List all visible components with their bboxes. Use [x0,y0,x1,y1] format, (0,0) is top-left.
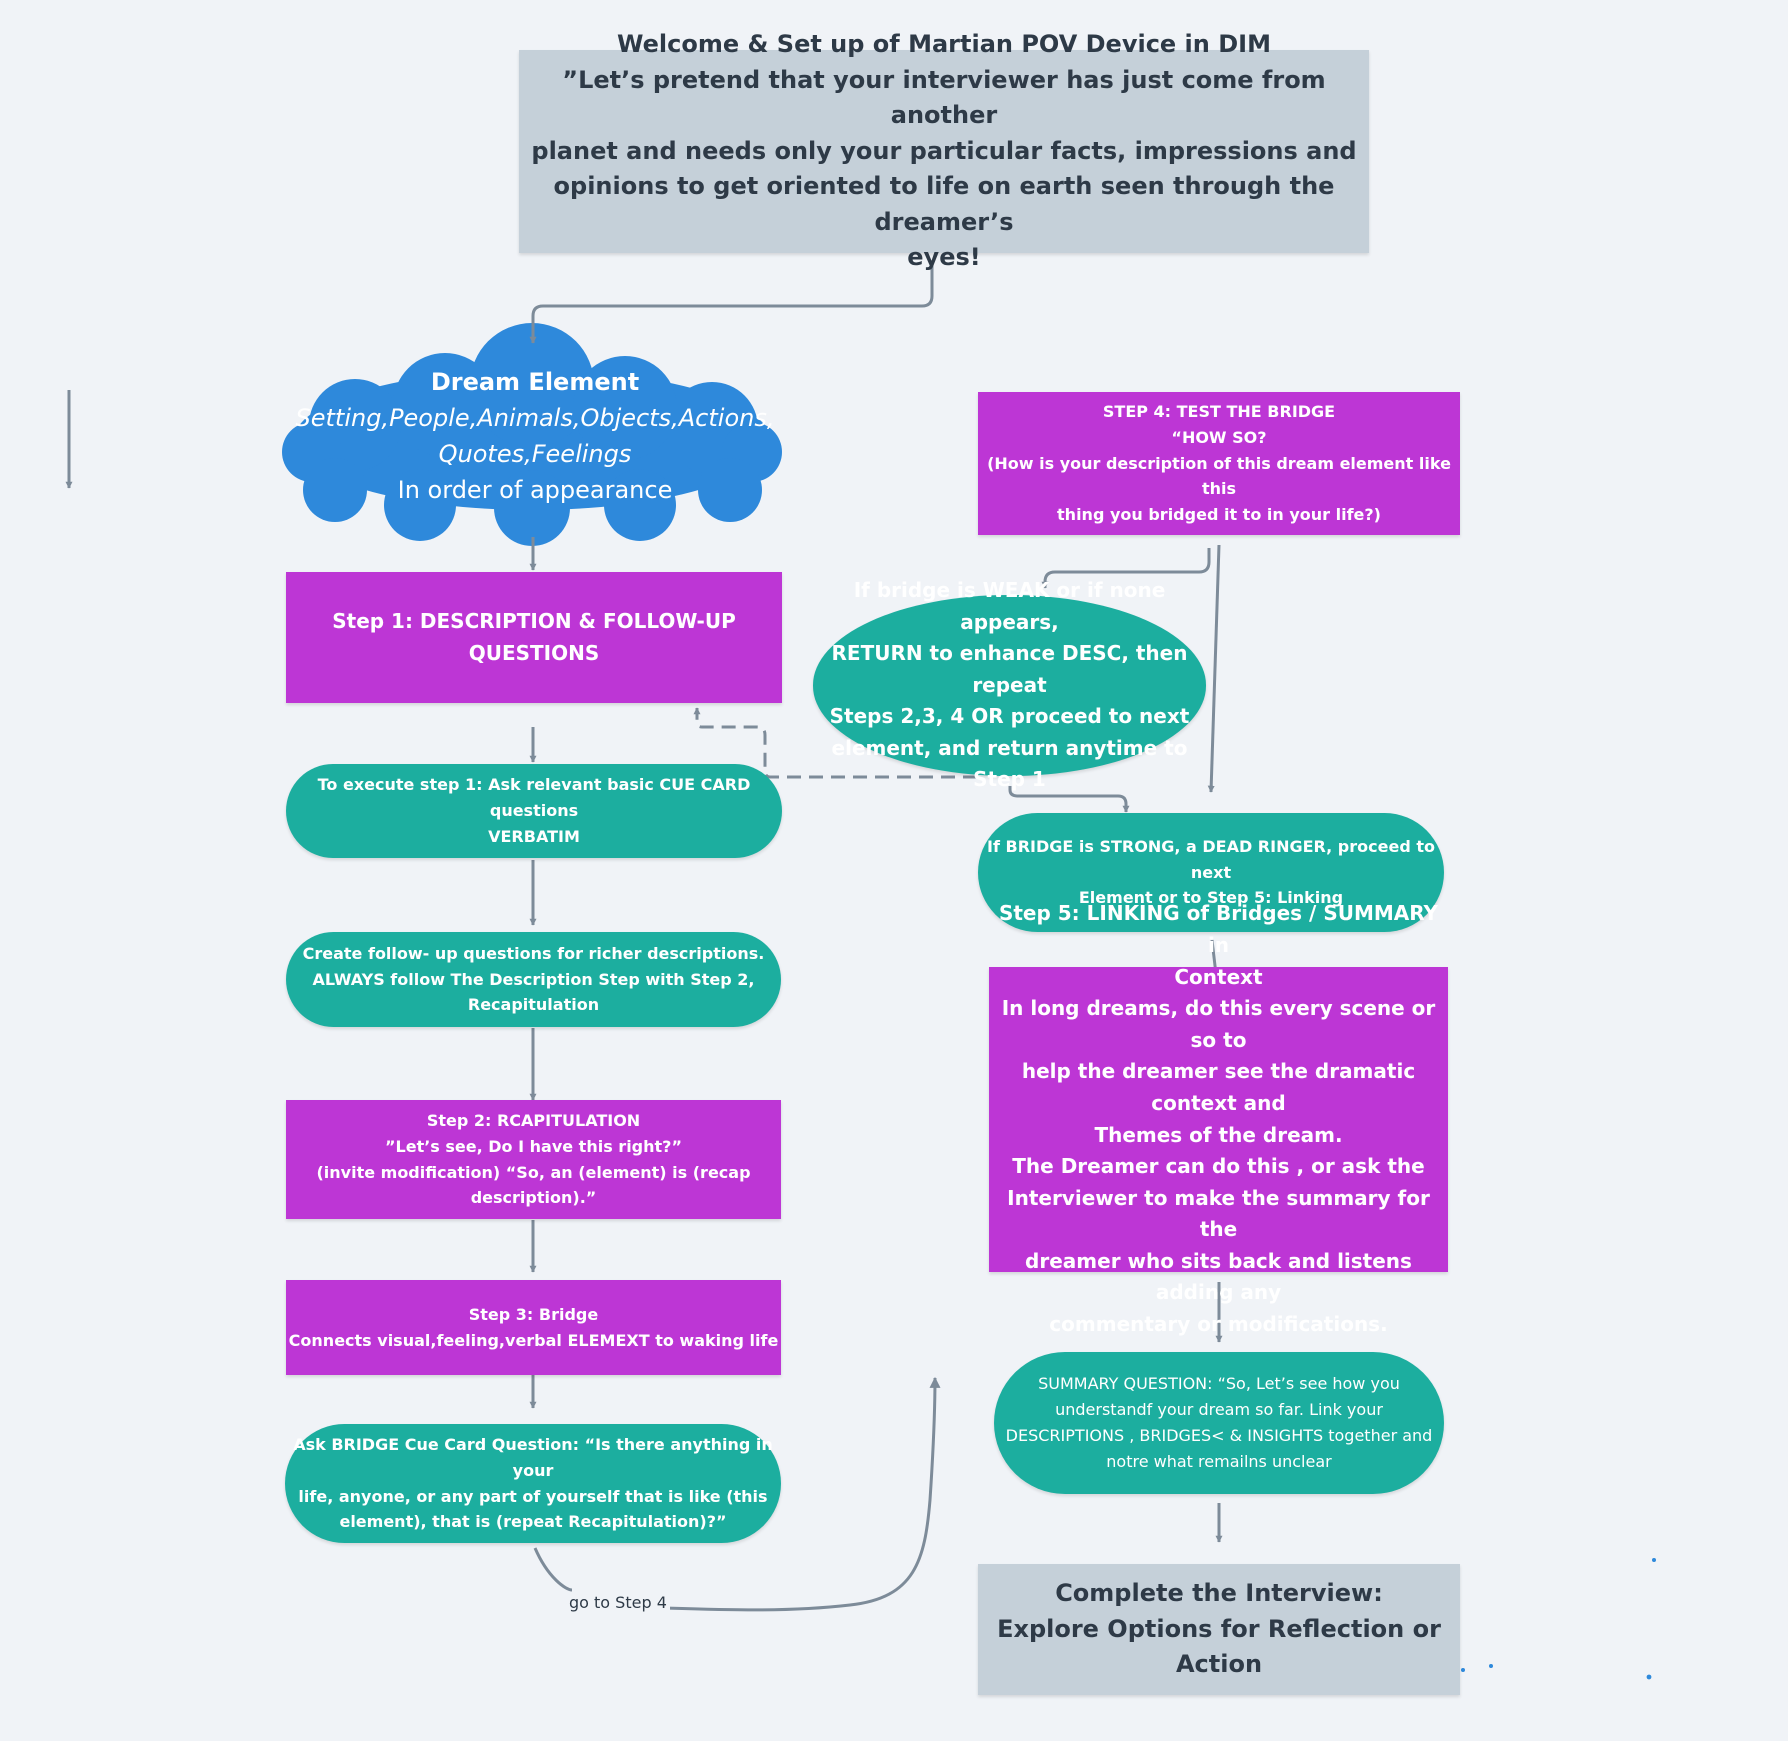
step2-line-2: ”Let’s see, Do I have this right?” [385,1136,682,1156]
step2-line-4: description).” [470,1188,597,1208]
bridge-question-line-1: Ask BRIDGE Cue Card Question: “Is there … [293,1434,773,1480]
step3-line-1: Step 3: Bridge [468,1304,599,1324]
step5-line-7: Interviewer to make the summary for the [1007,1185,1430,1242]
dream-element-footer: In order of appearance [397,476,673,504]
step2-line-3: (invite modification) “So, an (element) … [316,1162,751,1182]
follow-up-line-2: ALWAYS follow The Description Step with … [312,969,755,989]
weak-line-1: If bridge is WEAK or if none appears, [853,577,1166,634]
execute-line-2: VERBATIM [488,826,580,846]
weak-bridge-box: If bridge is WEAK or if none appears, RE… [813,578,1206,791]
complete-line-1: Complete the Interview: [1055,1579,1383,1608]
dream-element-cloud [282,323,782,546]
edge-step4-to-strong [1207,544,1221,793]
step5-line-4: help the dreamer see the dramatic contex… [1021,1059,1416,1115]
dream-element-subtitle-1: Setting,People,Animals,Objects,Actions, [295,404,775,432]
step5-line-3: In long dreams, do this every scene or s… [1001,996,1436,1052]
follow-up-box: Create follow- up questions for richer d… [286,932,781,1027]
step3-box: Step 3: Bridge Connects visual,feeling,v… [286,1280,781,1375]
step4-box: STEP 4: TEST THE BRIDGE “HOW SO? (How is… [978,392,1460,535]
step5-line-5: Themes of the dream. [1094,1122,1343,1147]
step4-line-4: thing you bridged it to in your life?) [1057,505,1381,525]
step4-line-1: STEP 4: TEST THE BRIDGE [1102,401,1336,421]
step5-line-2: Context [1174,964,1263,989]
complete-line-3: Action [1175,1650,1263,1679]
dream-element-subtitle-2: Quotes,Feelings [438,440,632,468]
step4-line-3: (How is your description of this dream e… [987,453,1451,499]
summary-line-2: understandf your dream so far. Link your [1055,1400,1383,1420]
step1-label: Step 1: DESCRIPTION & FOLLOW-UP QUESTION… [332,608,736,665]
step5-line-1: Step 5: LINKING of Bridges / SUMMARY in [998,901,1439,957]
welcome-title: Welcome & Set up of Martian POV Device i… [617,30,1271,59]
step5-line-6: The Dreamer can do this , or ask the [1012,1154,1425,1179]
strong-line-2: Element or to Step 5: Linking [1078,888,1344,908]
edge-welcome-to-dream [529,263,934,344]
step1-box: Step 1: DESCRIPTION & FOLLOW-UP QUESTION… [286,572,782,703]
dream-element-title: Dream Element [430,368,640,396]
summary-question-box: SUMMARY QUESTION: “So, Let’s see how you… [994,1352,1444,1494]
weak-line-4: element, and return anytime to Step 1 [831,735,1188,792]
follow-up-line-3: Recapitulation [467,995,600,1015]
welcome-line-4: eyes! [907,243,981,272]
bridge-question-line-2: life, anyone, or any part of yourself th… [298,1486,768,1506]
execute-step1-box: To execute step 1: Ask relevant basic CU… [286,764,782,858]
weak-line-2: RETURN to enhance DESC, then repeat [831,641,1188,697]
edge-weak-to-strong [1008,786,1130,813]
bridge-question-box: Ask BRIDGE Cue Card Question: “Is there … [285,1424,781,1543]
step2-line-1: Step 2: RCAPITULATION [426,1110,641,1130]
summary-line-3: DESCRIPTIONS , BRIDGES< & INSIGHTS toget… [1005,1426,1433,1445]
follow-up-line-1: Create follow- up questions for richer d… [302,943,765,963]
welcome-box: Welcome & Set up of Martian POV Device i… [519,30,1369,271]
step5-line-9: commentary or modifications. [1049,1312,1388,1337]
step5-box: Step 5: LINKING of Bridges / SUMMARY in … [989,901,1448,1336]
edge-label-go-to-step4: go to Step 4 [566,1593,670,1612]
step5-line-8: dreamer who sits back and listens adding… [1025,1248,1412,1305]
welcome-line-1: ”Let’s pretend that your interviewer has… [562,65,1326,130]
summary-line-1: SUMMARY QUESTION: “So, Let’s see how you [1038,1374,1400,1394]
strong-line-1: If BRIDGE is STRONG, a DEAD RINGER, proc… [987,836,1435,882]
dream-element-text: Dream Element Setting,People,Animals,Obj… [290,364,780,508]
summary-line-4: notre what remailns unclear [1106,1451,1332,1471]
complete-box: Complete the Interview: Explore Options … [978,1564,1460,1695]
welcome-line-2: planet and needs only your particular fa… [531,136,1357,165]
execute-line-1: To execute step 1: Ask relevant basic CU… [317,775,751,821]
step4-line-2: “HOW SO? [1171,427,1267,447]
edge-question-to-step4 [533,1378,935,1612]
edge-step4-to-weak [1041,548,1211,589]
strong-bridge-box: If BRIDGE is STRONG, a DEAD RINGER, proc… [978,813,1444,932]
bridge-question-line-3: element), that is (repeat Recapitulation… [339,1512,727,1532]
step2-box: Step 2: RCAPITULATION ”Let’s see, Do I h… [286,1100,781,1219]
step3-line-2: Connects visual,feeling,verbal ELEMEXT t… [288,1330,779,1350]
weak-line-3: Steps 2,3, 4 OR proceed to next [829,704,1190,729]
welcome-line-3: opinions to get oriented to life on eart… [553,172,1335,236]
complete-line-2: Explore Options for Reflection or [997,1614,1441,1643]
